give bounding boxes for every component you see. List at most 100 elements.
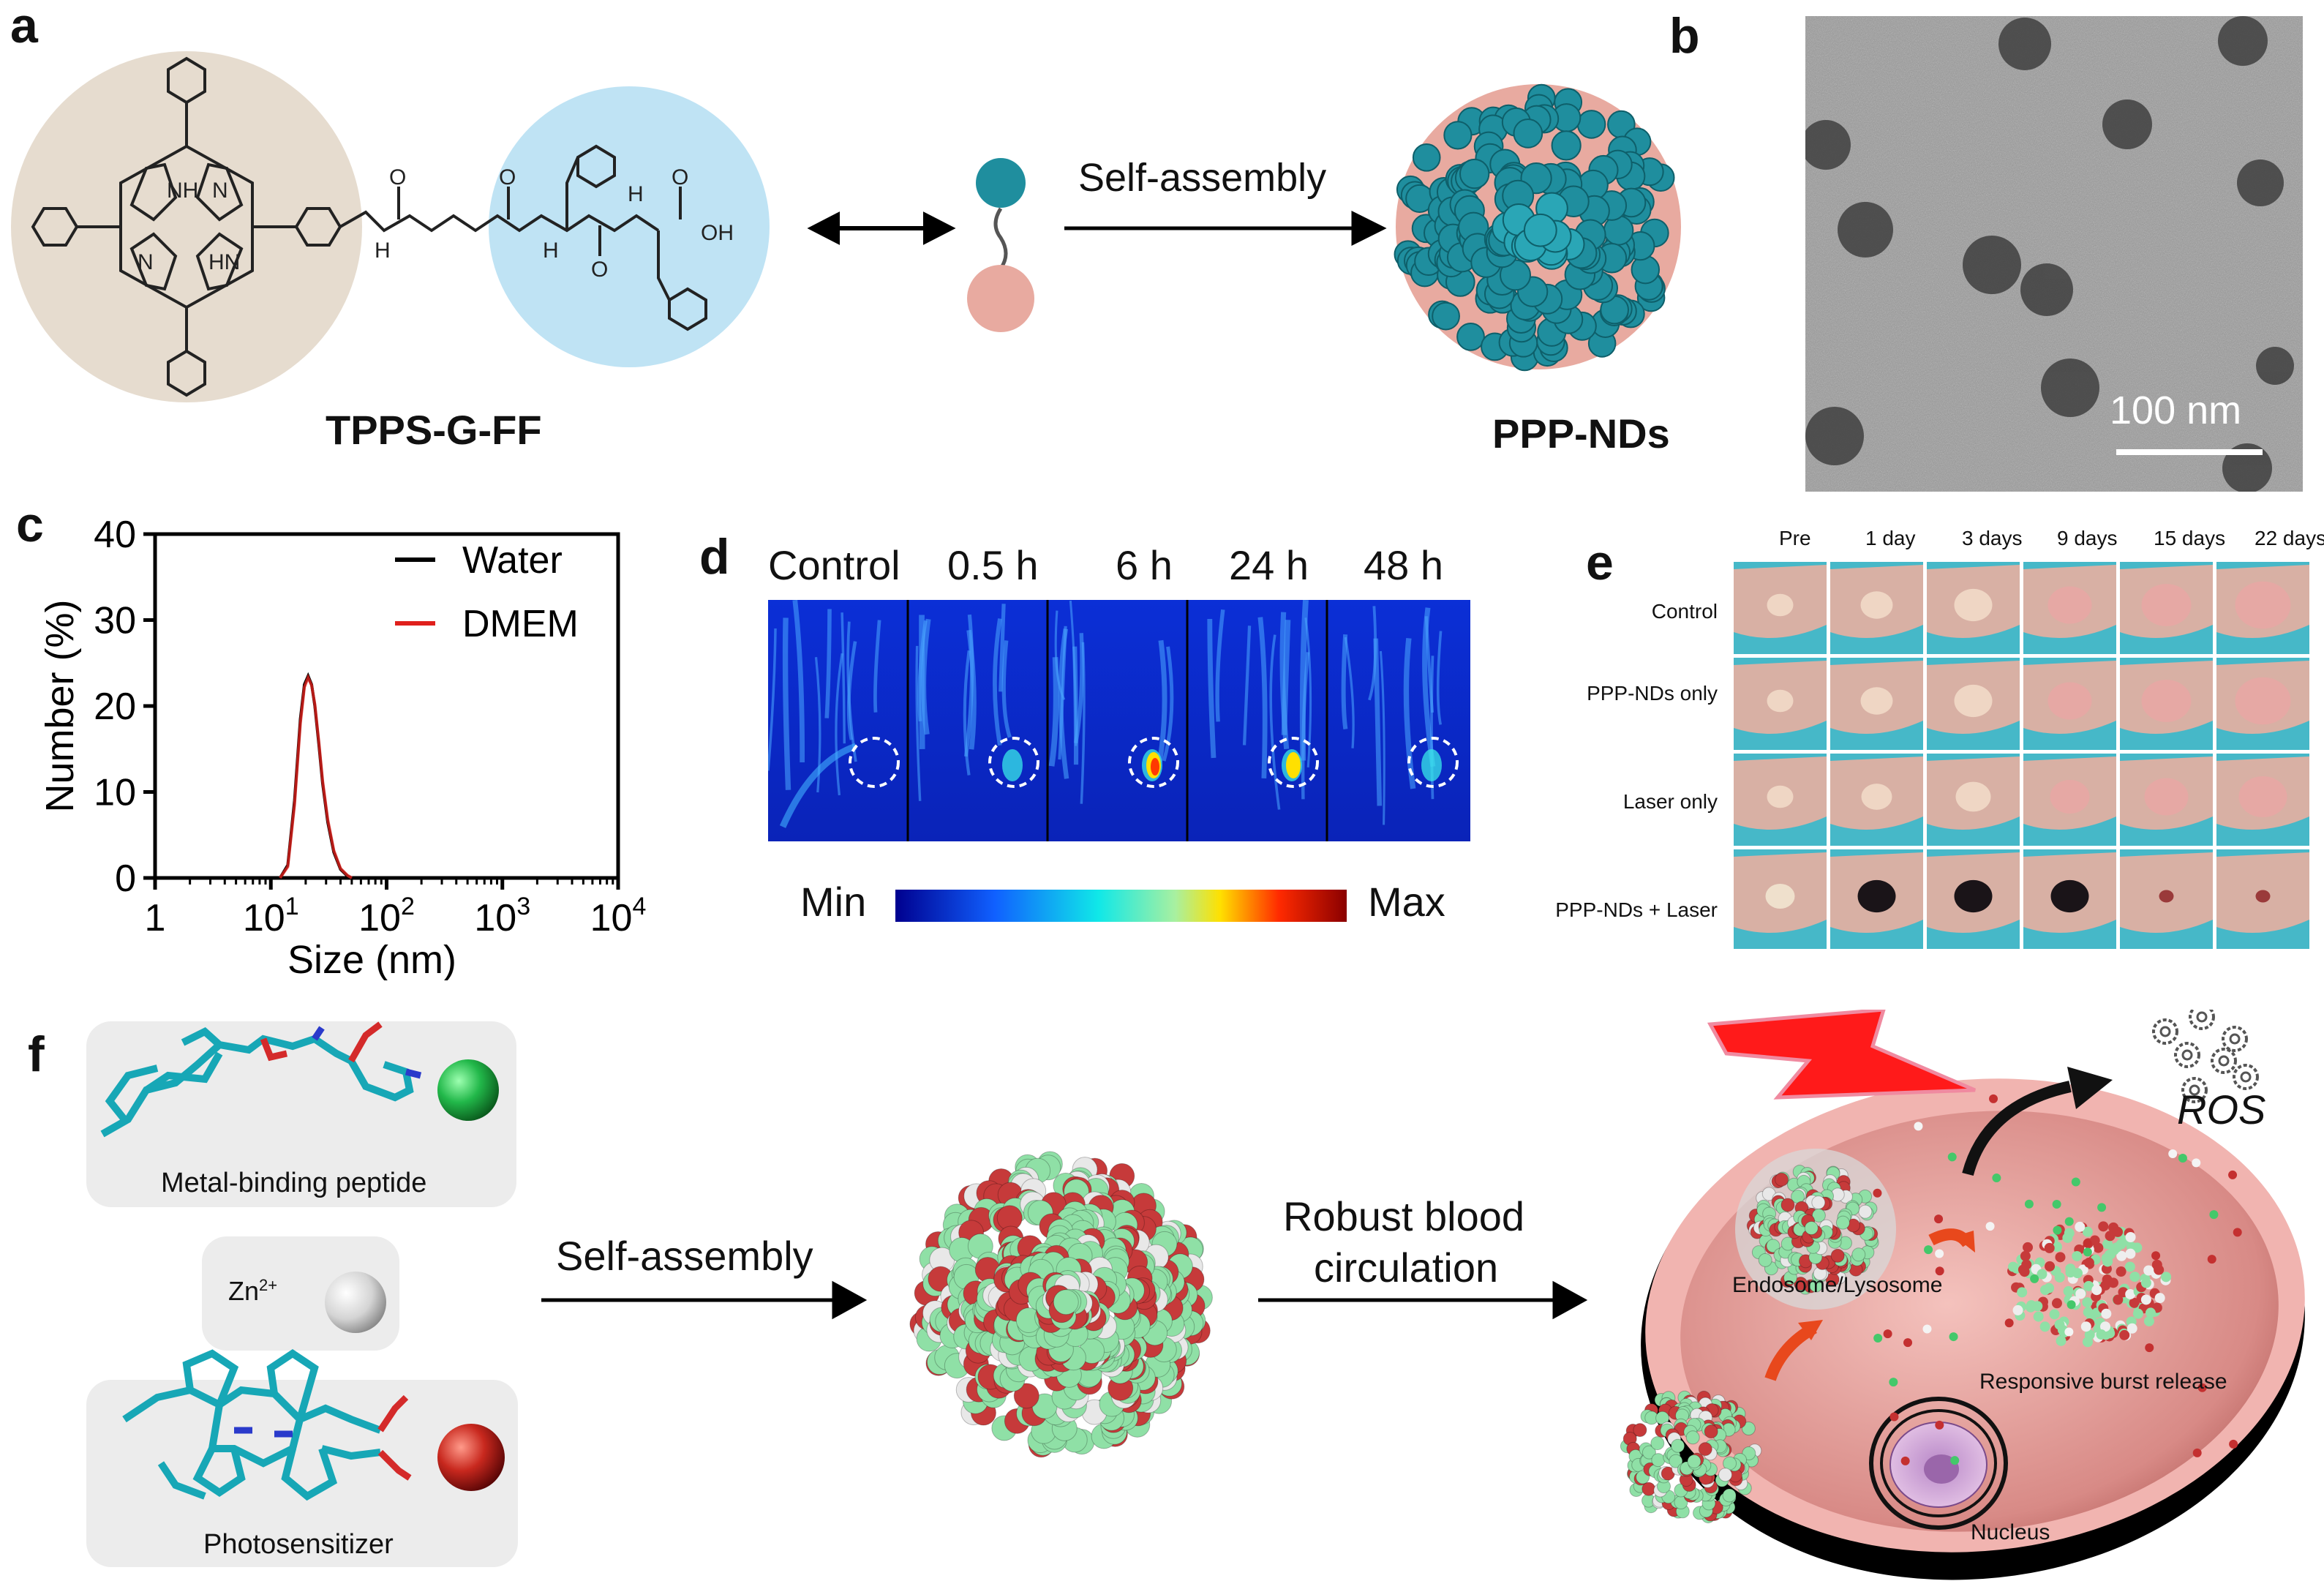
np-bead (1722, 1488, 1737, 1503)
scattered-bead (1992, 1174, 2001, 1183)
zinc-sphere (325, 1272, 386, 1333)
assembled-nanoparticle (909, 1151, 1213, 1458)
released-bead (2111, 1242, 2122, 1253)
mouse-photo (1734, 562, 1827, 654)
amphiphile-icon (967, 158, 1034, 332)
scattered-bead (1889, 1378, 1898, 1387)
product-name-label: PPP-NDs (1492, 410, 1670, 457)
tumor (2047, 682, 2092, 720)
tumor-roi-circle (849, 737, 900, 788)
atom-o3: O (591, 258, 608, 282)
nd-bead (1412, 143, 1441, 172)
circulation-label-line2: circulation (1314, 1244, 1499, 1291)
np-bead (1858, 1204, 1873, 1219)
nd-bead (1576, 110, 1606, 139)
np-bead (1741, 1422, 1756, 1436)
x-tick-label: 103 (474, 893, 530, 939)
released-bead (2145, 1307, 2156, 1318)
np-bead (1687, 1454, 1701, 1468)
np-bead (1053, 1289, 1079, 1315)
mouse-photo (1927, 754, 2020, 846)
scattered-bead (1935, 1249, 1944, 1258)
laser-lightning-icon (1707, 1010, 1976, 1100)
scattered-bead (2053, 1225, 2062, 1235)
tumor-roi-circle (1128, 737, 1179, 788)
treatment-row-label: PPP-NDs only (1587, 682, 1718, 705)
scattered-bead (2192, 1448, 2202, 1457)
atom-n2: N (138, 250, 154, 274)
scattered-bead (2151, 1251, 2161, 1261)
pa-vessel (1074, 633, 1084, 744)
pa-vessel (1269, 634, 1281, 810)
self-assembly-label-f: Self-assembly (556, 1233, 813, 1279)
mouse-photo (2216, 658, 2309, 750)
pa-vessel (1304, 617, 1312, 767)
pa-vessel (873, 620, 881, 713)
released-bead (2026, 1300, 2037, 1311)
released-bead (2044, 1242, 2055, 1253)
mouse-photo-grid (1734, 562, 2309, 949)
pa-vessel (1299, 600, 1309, 761)
pa-frame (768, 600, 900, 828)
np-bead (1669, 1454, 1683, 1468)
released-bead (2129, 1272, 2140, 1283)
scattered-bead (1989, 1094, 1998, 1103)
mouse-photo (2023, 658, 2116, 750)
scattered-bead (1914, 1122, 1923, 1131)
panel-d-label: d (699, 529, 730, 585)
atom-nh1: NH (167, 179, 198, 203)
pa-vessel (841, 612, 846, 744)
tumor (2235, 677, 2291, 725)
released-bead (2055, 1252, 2066, 1263)
released-bead (2056, 1335, 2067, 1346)
atom-h1: H (375, 239, 391, 263)
np-bead (1698, 1442, 1712, 1457)
pa-vessel (1242, 626, 1252, 746)
pa-vessel (1344, 637, 1355, 748)
scattered-bead (2207, 1255, 2216, 1264)
pa-vessel (963, 614, 974, 757)
circulation-label-line1: Robust blood (1283, 1193, 1525, 1239)
timecourse-column-header: 22 days (2255, 527, 2324, 549)
released-bead (2140, 1277, 2151, 1288)
ros-gear-icons (2152, 1010, 2259, 1103)
mouse-photo (1927, 849, 2020, 949)
np-bead (1851, 1247, 1866, 1262)
scattered-bead (2004, 1318, 2014, 1328)
tumor (1857, 879, 1896, 913)
pa-vessel (1162, 646, 1174, 762)
released-bead (2083, 1280, 2094, 1291)
mouse-photo (1734, 658, 1827, 750)
mouse-photo (1830, 562, 1923, 654)
pa-vessel (779, 743, 857, 828)
np-bead (1811, 1208, 1826, 1223)
released-bead (2143, 1265, 2154, 1276)
scattered-bead (1924, 1245, 1933, 1255)
y-tick-label: 30 (94, 600, 136, 642)
photosensitizer-sphere (437, 1424, 505, 1491)
x-tick-label: 104 (590, 893, 647, 939)
np-bead (1811, 1195, 1826, 1210)
scattered-bead (2168, 1149, 2178, 1158)
molecule-name-label: TPPS-G-FF (326, 407, 542, 453)
released-bead (2102, 1256, 2113, 1267)
photosensitizer-label: Photosensitizer (203, 1529, 394, 1560)
pa-frame (1046, 600, 1179, 841)
pa-vessel (1257, 617, 1268, 778)
photosensitizer-molecule (122, 1348, 382, 1501)
mouse-photo (1734, 754, 1827, 846)
mouse-photo (2120, 754, 2213, 846)
pa-vessel (824, 609, 832, 718)
timepoint-24h: 24 h (1229, 542, 1309, 588)
released-bead (2140, 1294, 2151, 1305)
mouse-photo (1734, 849, 1827, 949)
released-bead (2082, 1337, 2093, 1348)
np-bead (1794, 1276, 1808, 1291)
released-bead (2102, 1239, 2113, 1250)
gear-icon (2174, 1042, 2200, 1068)
released-bead (2063, 1285, 2074, 1296)
np-bead (1780, 1198, 1795, 1212)
pa-vessel (1207, 619, 1216, 759)
np-bead (1775, 1172, 1789, 1187)
